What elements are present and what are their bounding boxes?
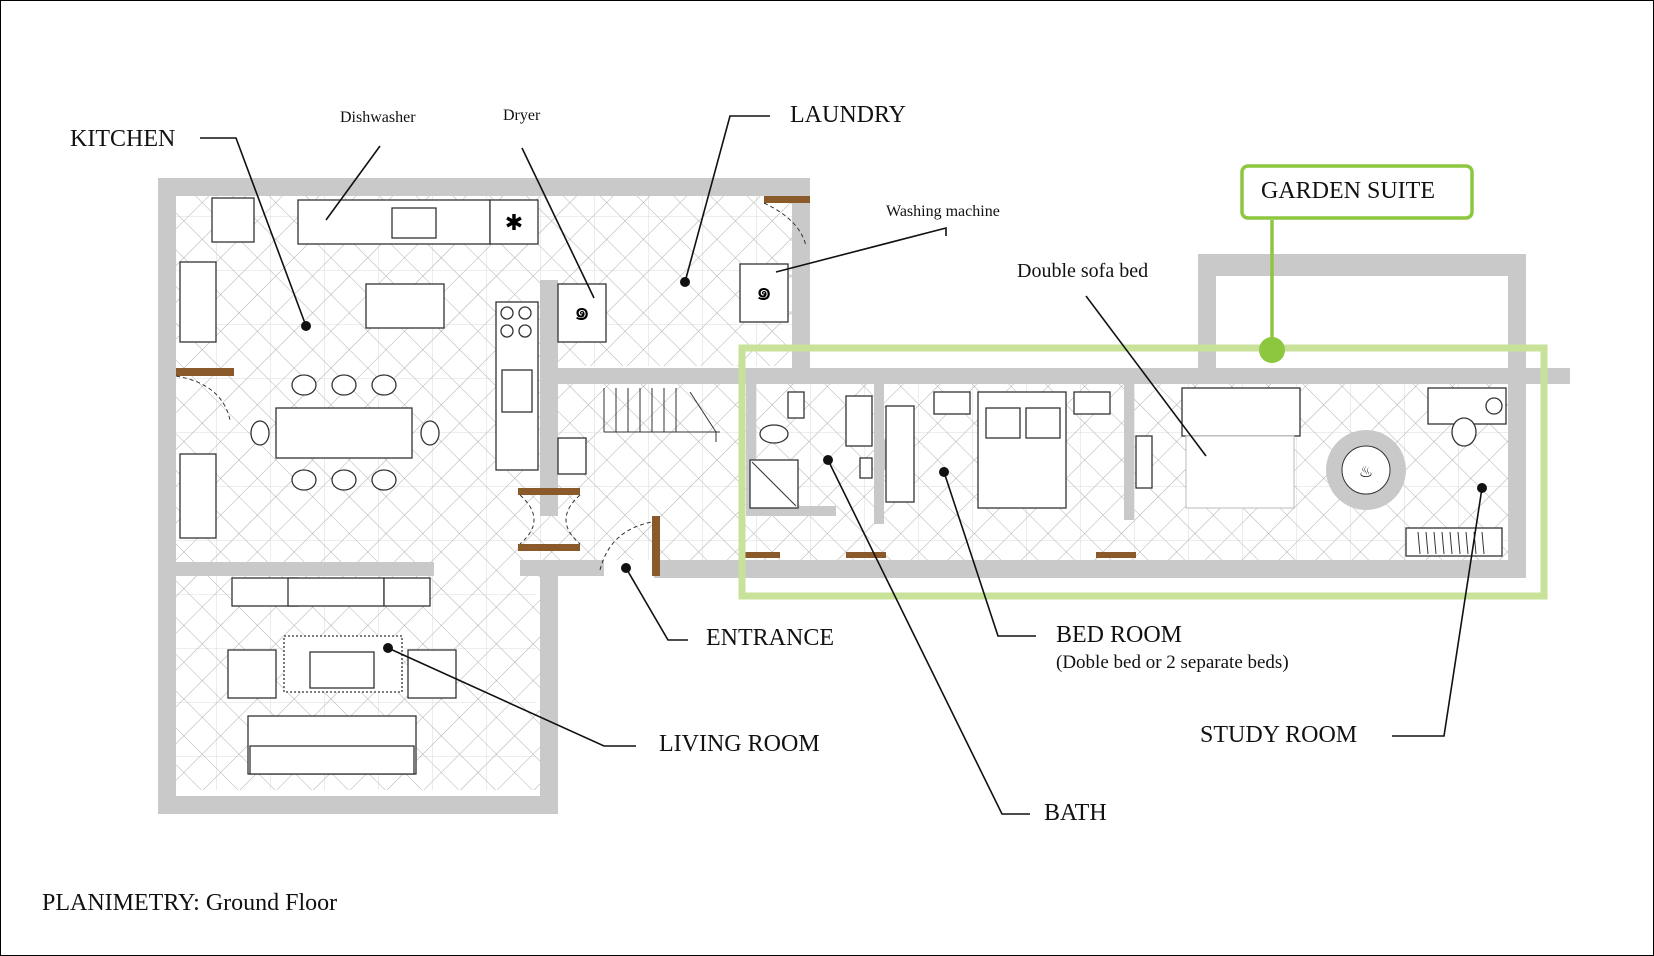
garden-suite-highlight — [738, 164, 1548, 600]
label-garden-suite: GARDEN SUITE — [1261, 178, 1435, 204]
label-dishwasher: Dishwasher — [340, 109, 416, 126]
svg-text:๑: ๑ — [574, 297, 591, 327]
label-bed-room-note: (Doble bed or 2 separate beds) — [1056, 652, 1289, 673]
plan-title-prefix: PLANIMETRY: — [42, 890, 200, 916]
label-dryer: Dryer — [503, 107, 541, 124]
kitchen-furniture: ✱ — [179, 197, 587, 539]
label-laundry: LAUNDRY — [790, 102, 906, 128]
label-bed-room: BED ROOM — [1056, 622, 1182, 648]
plan-title-suffix: Ground Floor — [200, 890, 337, 916]
label-entrance: ENTRANCE — [706, 625, 834, 651]
suite-furniture: ♨ — [749, 387, 1507, 557]
label-washing-machine: Washing machine — [886, 203, 1000, 220]
svg-text:✱: ✱ — [505, 211, 523, 236]
svg-text:♨: ♨ — [1359, 462, 1373, 481]
doors — [175, 196, 1136, 576]
walls — [158, 178, 1570, 814]
leader-lines — [200, 115, 1487, 815]
label-bath: BATH — [1044, 800, 1107, 826]
label-study-room: STUDY ROOM — [1200, 722, 1357, 748]
living-furniture — [227, 577, 457, 775]
label-double-sofa-bed: Double sofa bed — [1017, 260, 1148, 282]
svg-text:๑: ๑ — [756, 277, 773, 307]
plan-title: PLANIMETRY: Ground Floor — [42, 890, 337, 916]
labels: KITCHEN Dishwasher Dryer LAUNDRY Washing… — [42, 102, 1435, 916]
label-living-room: LIVING ROOM — [659, 731, 820, 757]
label-kitchen: KITCHEN — [70, 126, 175, 152]
stairs — [603, 388, 720, 442]
laundry-furniture: ๑ ๑ — [557, 263, 789, 343]
